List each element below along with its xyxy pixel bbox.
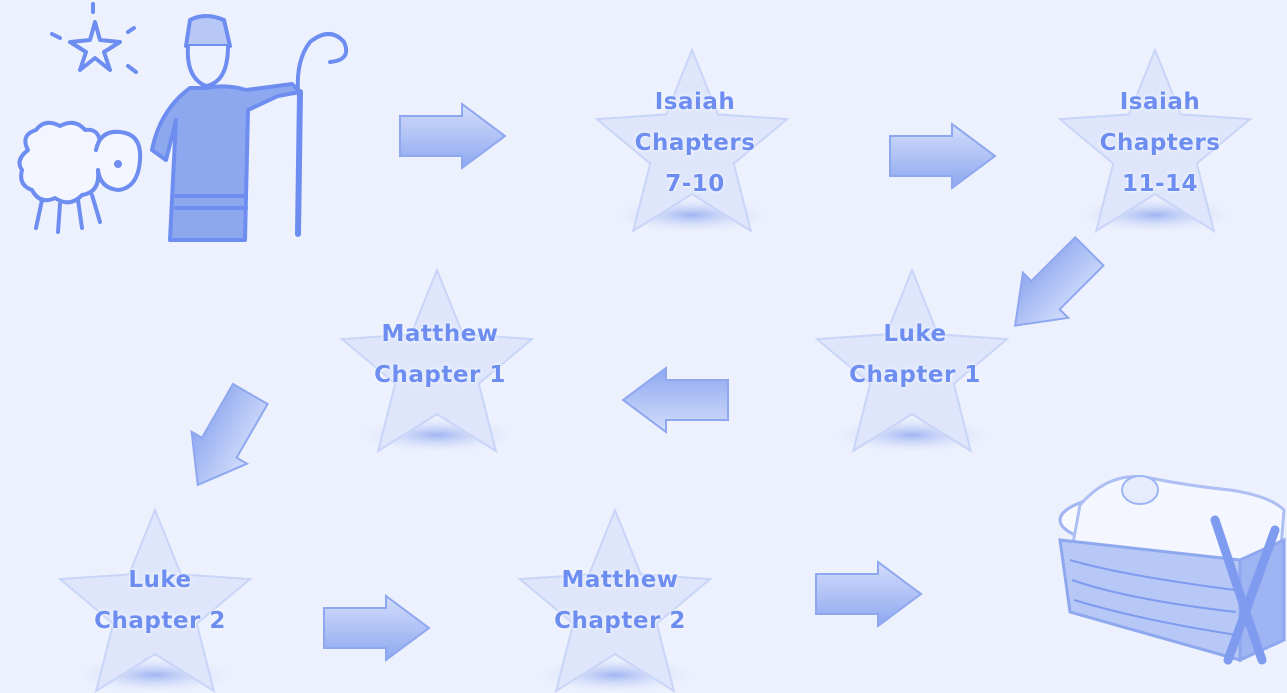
step-line: 11-14	[1075, 164, 1245, 205]
bethlehem-star-icon	[52, 4, 136, 72]
step-matthew-2: Matthew Chapter 2	[535, 560, 705, 642]
step-line: 7-10	[610, 164, 780, 205]
arrow-down-left-2	[170, 378, 278, 501]
step-line: Matthew	[355, 314, 525, 355]
step-line: Chapter 1	[355, 355, 525, 396]
step-line: Chapter 2	[75, 601, 245, 642]
step-line: Chapters	[1075, 123, 1245, 164]
step-line: Isaiah	[610, 82, 780, 123]
step-luke-1: Luke Chapter 1	[830, 314, 1000, 396]
step-isaiah-7-10: Isaiah Chapters 7-10	[610, 82, 780, 205]
step-isaiah-11-14: Isaiah Chapters 11-14	[1075, 82, 1245, 205]
step-line: Luke	[75, 560, 245, 601]
step-line: Isaiah	[1075, 82, 1245, 123]
step-line: Chapters	[610, 123, 780, 164]
step-matthew-1: Matthew Chapter 1	[355, 314, 525, 396]
step-line: Luke	[830, 314, 1000, 355]
arrow-right-4	[816, 562, 921, 626]
shepherd-figure-icon	[152, 16, 346, 240]
arrow-down-left-1	[992, 229, 1112, 349]
arrow-right-2	[890, 124, 995, 188]
arrow-left	[623, 368, 728, 432]
arrow-right-3	[324, 596, 429, 660]
shepherd-icon	[20, 4, 347, 240]
step-line: Matthew	[535, 560, 705, 601]
step-line: Chapter 2	[535, 601, 705, 642]
manger-icon	[1060, 476, 1284, 660]
step-luke-2: Luke Chapter 2	[75, 560, 245, 642]
sheep-icon	[20, 123, 141, 232]
arrow-right-1	[400, 104, 505, 168]
step-line: Chapter 1	[830, 355, 1000, 396]
